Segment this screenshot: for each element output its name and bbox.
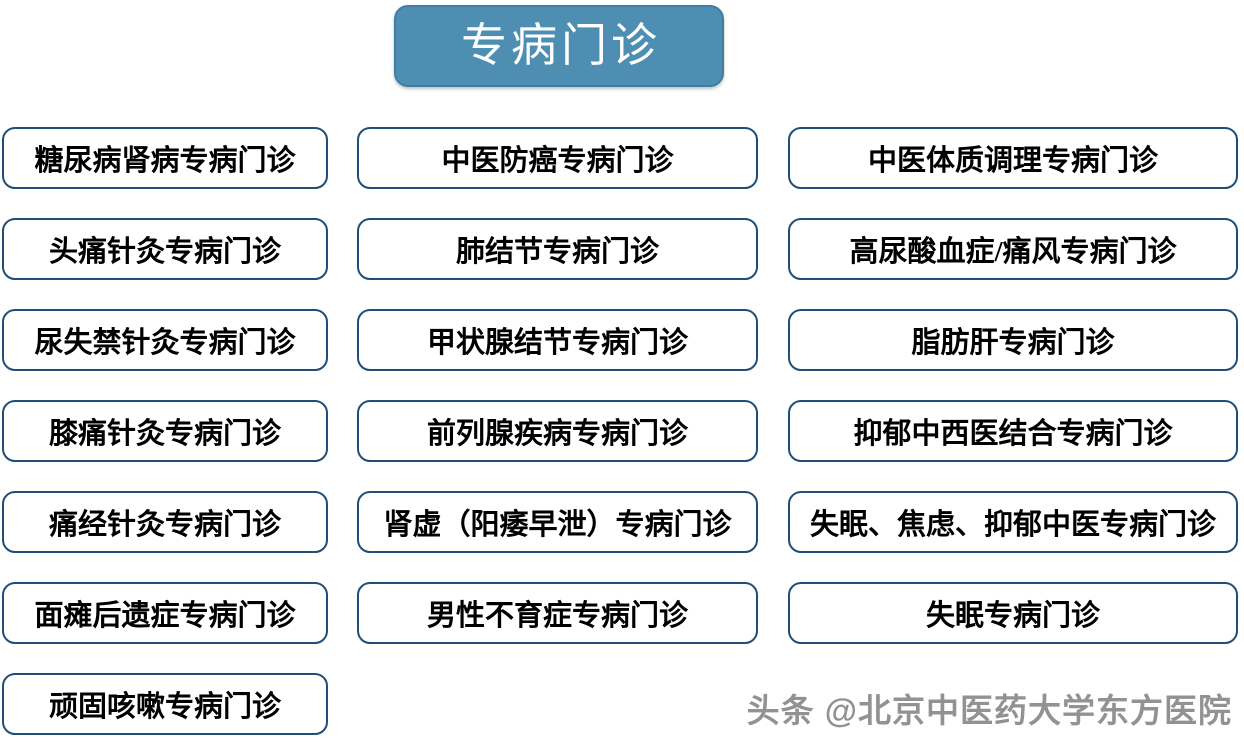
- clinic-column-left: 糖尿病肾病专病门诊 头痛针灸专病门诊 尿失禁针灸专病门诊 膝痛针灸专病门诊 痛经…: [2, 127, 328, 735]
- title-box: 专病门诊: [394, 5, 724, 87]
- clinic-box: 前列腺疾病专病门诊: [357, 400, 758, 462]
- clinic-box: 脂肪肝专病门诊: [788, 309, 1238, 371]
- clinic-column-right: 中医体质调理专病门诊 高尿酸血症/痛风专病门诊 脂肪肝专病门诊 抑郁中西医结合专…: [788, 127, 1238, 644]
- page-title: 专病门诊: [461, 20, 661, 71]
- watermark: 头条 @北京中医药大学东方医院: [746, 692, 1232, 729]
- clinic-box: 糖尿病肾病专病门诊: [2, 127, 328, 189]
- clinic-box: 中医防癌专病门诊: [357, 127, 758, 189]
- clinic-box: 顽固咳嗽专病门诊: [2, 673, 328, 735]
- clinic-box: 尿失禁针灸专病门诊: [2, 309, 328, 371]
- clinic-box: 面瘫后遗症专病门诊: [2, 582, 328, 644]
- clinic-box: 失眠、焦虑、抑郁中医专病门诊: [788, 491, 1238, 553]
- clinic-column-middle: 中医防癌专病门诊 肺结节专病门诊 甲状腺结节专病门诊 前列腺疾病专病门诊 肾虚（…: [357, 127, 758, 644]
- clinic-box: 膝痛针灸专病门诊: [2, 400, 328, 462]
- clinic-box: 中医体质调理专病门诊: [788, 127, 1238, 189]
- clinic-box: 甲状腺结节专病门诊: [357, 309, 758, 371]
- clinic-box: 抑郁中西医结合专病门诊: [788, 400, 1238, 462]
- clinic-box: 头痛针灸专病门诊: [2, 218, 328, 280]
- clinic-box: 失眠专病门诊: [788, 582, 1238, 644]
- clinic-box: 男性不育症专病门诊: [357, 582, 758, 644]
- clinic-box: 肺结节专病门诊: [357, 218, 758, 280]
- clinic-box: 肾虚（阳痿早泄）专病门诊: [357, 491, 758, 553]
- clinic-box: 痛经针灸专病门诊: [2, 491, 328, 553]
- clinic-box: 高尿酸血症/痛风专病门诊: [788, 218, 1238, 280]
